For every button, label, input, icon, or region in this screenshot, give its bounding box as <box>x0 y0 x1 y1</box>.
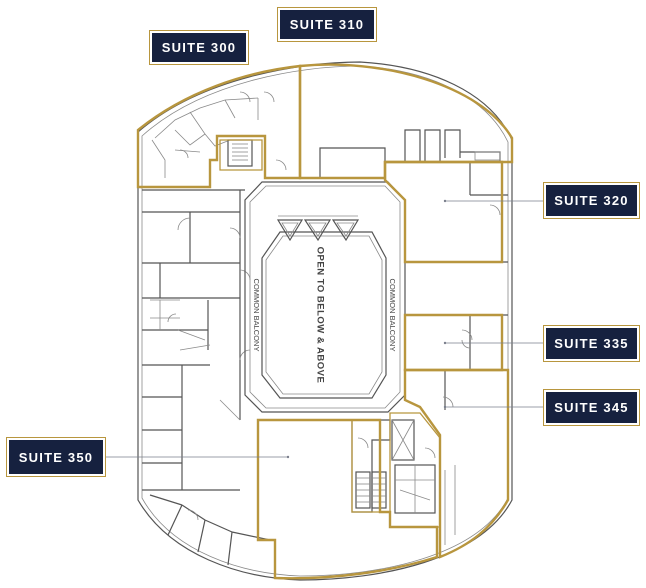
leader-lines <box>103 199 545 459</box>
suite-345-label[interactable]: SUITE 345 <box>546 392 637 423</box>
suite-310-label[interactable]: SUITE 310 <box>280 10 374 39</box>
common-balcony-left-label: COMMON BALCONY <box>252 279 261 352</box>
suite-350-outline <box>256 418 439 580</box>
suite-335-label[interactable]: SUITE 335 <box>546 328 637 359</box>
suite-300-outline <box>136 64 302 189</box>
suite-335-outline <box>403 313 504 372</box>
suite-320-label[interactable]: SUITE 320 <box>546 185 637 216</box>
suite-345-outline <box>403 368 510 559</box>
suite-350-label[interactable]: SUITE 350 <box>9 440 103 474</box>
suite-outlines <box>136 63 514 580</box>
suite-300-label[interactable]: SUITE 300 <box>152 33 246 62</box>
suite-320-outline <box>383 160 504 264</box>
building-walls <box>137 61 513 581</box>
atrium-label: OPEN TO BELOW & ABOVE <box>314 247 325 384</box>
common-balcony-right-label: COMMON BALCONY <box>388 279 397 352</box>
